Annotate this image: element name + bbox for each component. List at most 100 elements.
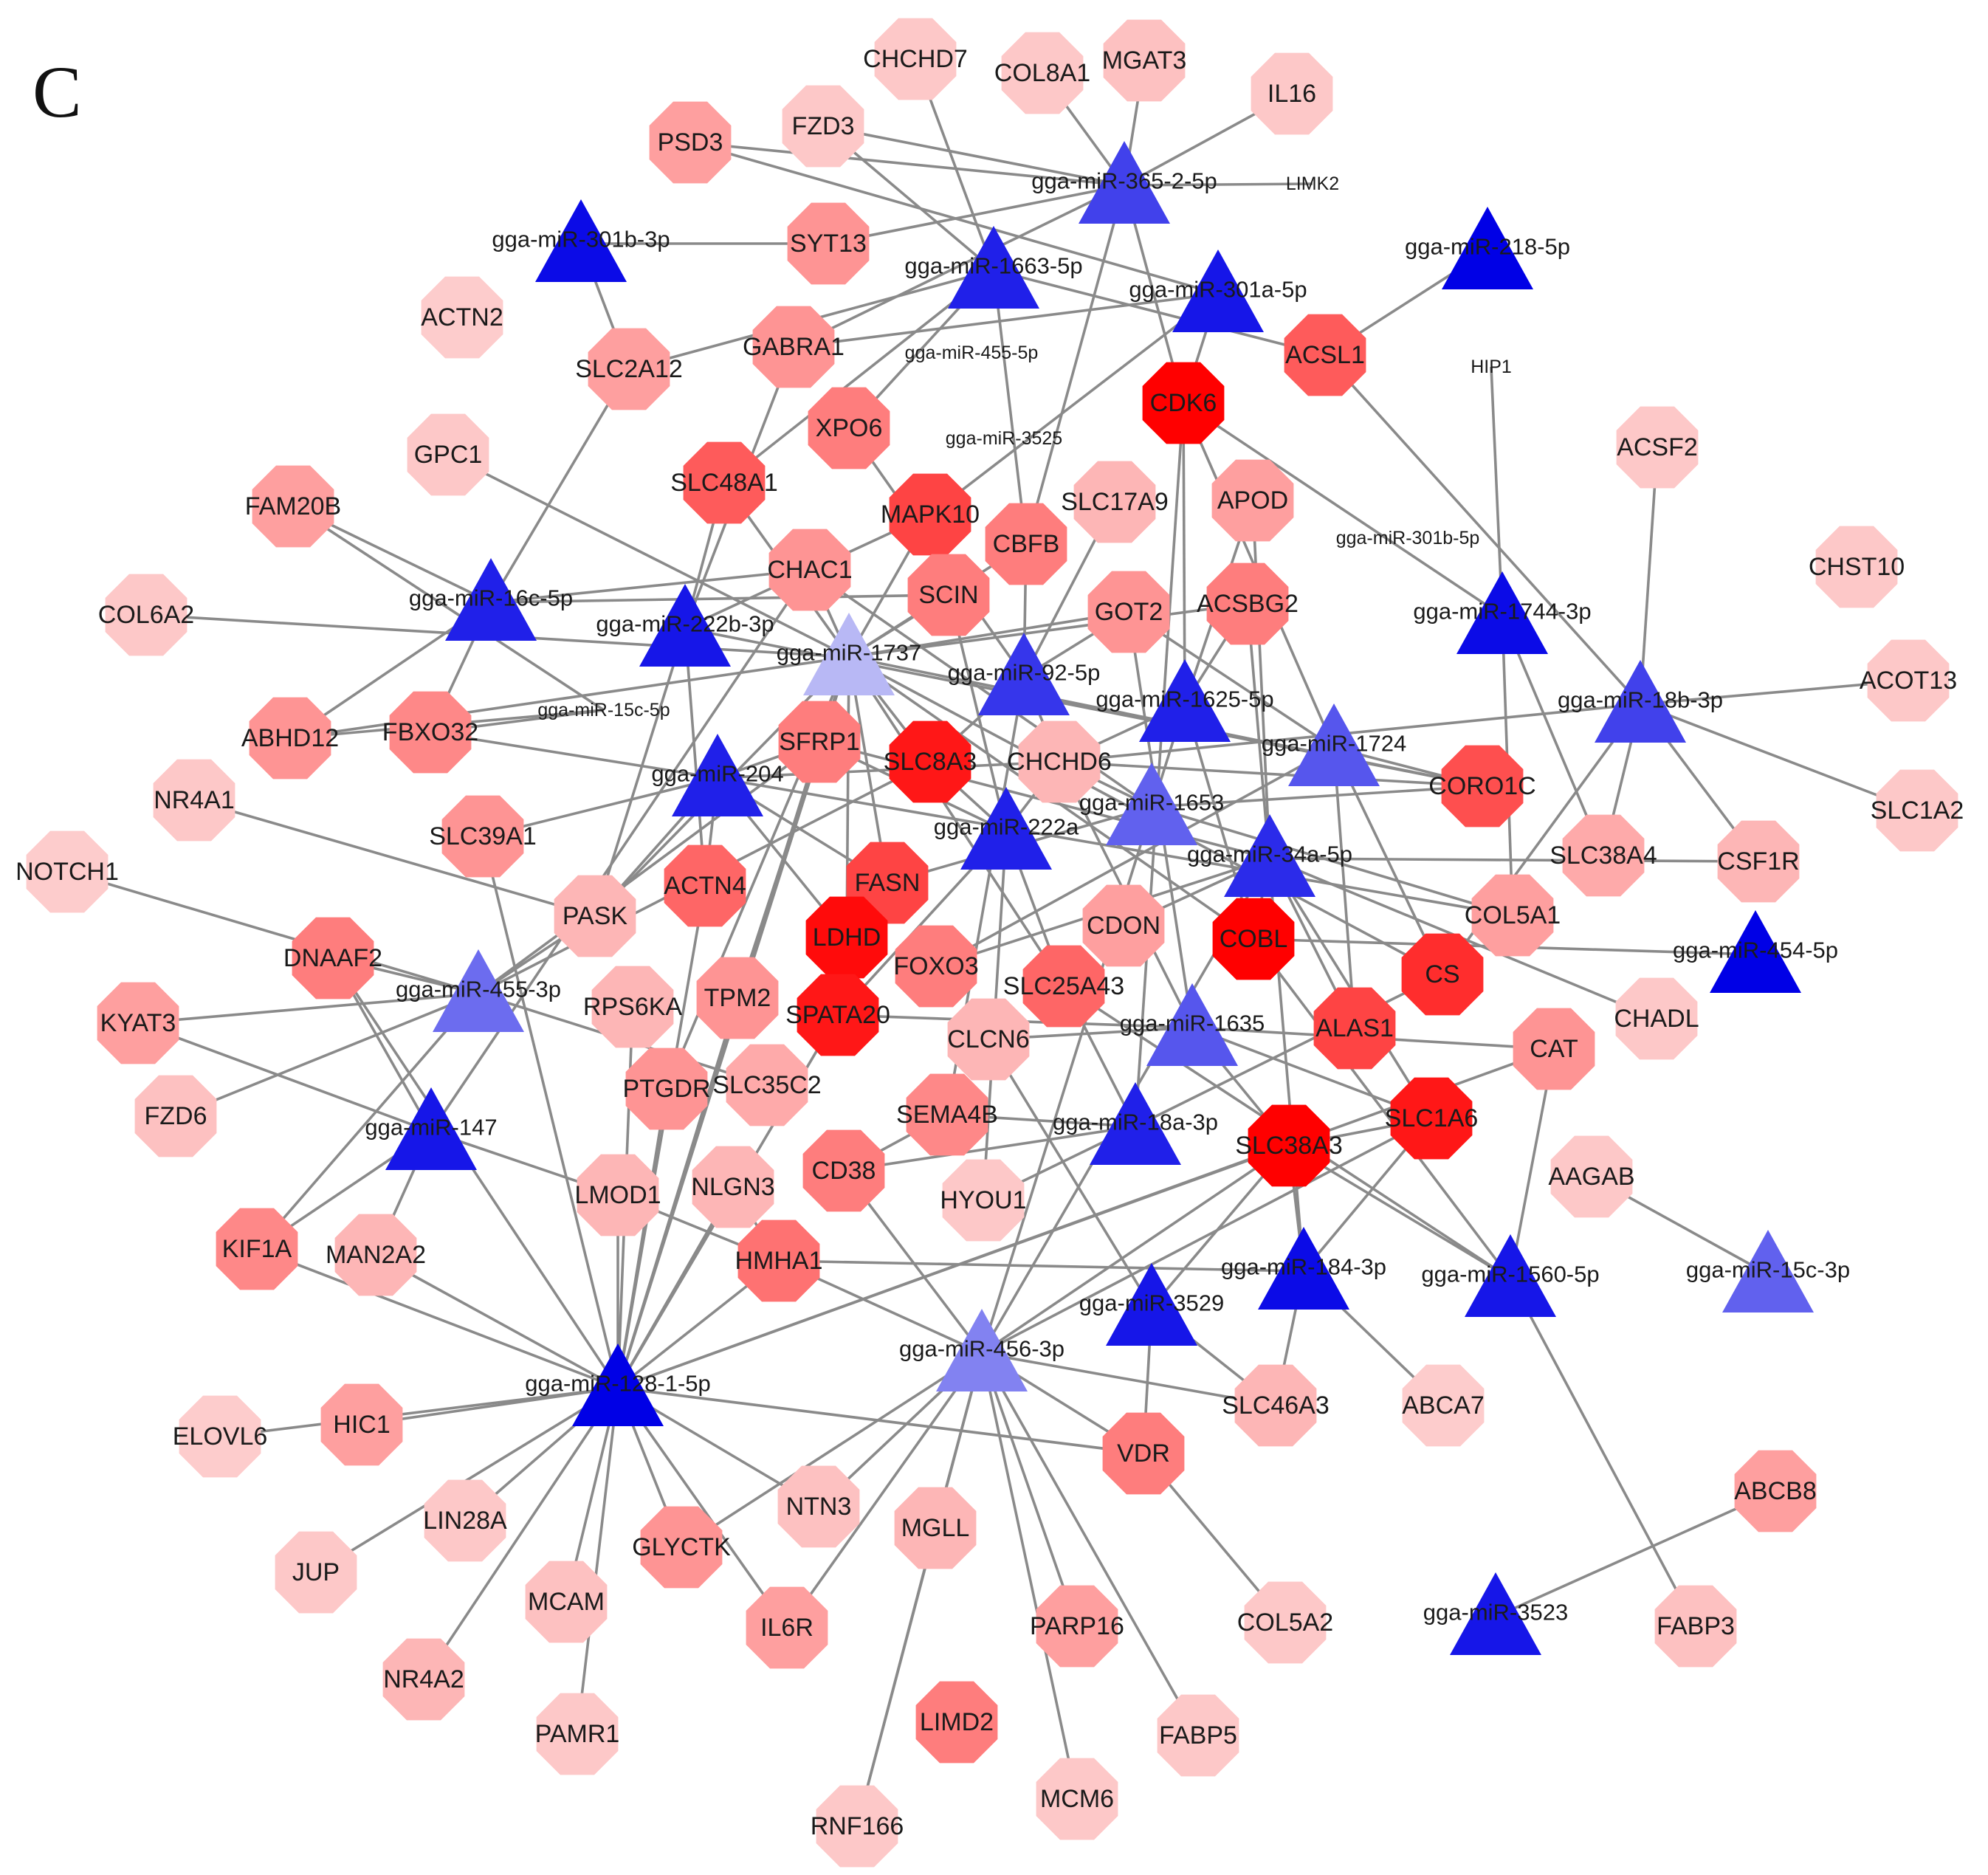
edge: [793, 292, 1219, 348]
node-label: ALAS1: [1315, 1014, 1394, 1042]
node-col5a2: COL5A2: [1237, 1581, 1333, 1664]
node-label: ACSF2: [1617, 433, 1698, 461]
node-chchd6: CHCHD6: [1007, 720, 1112, 803]
node-label: SCIN: [918, 581, 978, 609]
edge: [1269, 857, 1759, 863]
node-mir-1724: gga-miR-1724: [1262, 703, 1406, 786]
edge: [430, 568, 811, 1133]
mrna-octagon: [777, 1465, 860, 1548]
node-alas1: ALAS1: [1313, 987, 1396, 1070]
edge: [684, 627, 706, 887]
mrna-octagon: [389, 691, 472, 774]
node-got2: GOT2: [1087, 571, 1170, 653]
node-label: ACOT13: [1860, 667, 1957, 695]
mrna-octagon: [692, 1146, 774, 1228]
mrna-octagon: [768, 529, 851, 611]
node-label: SLC2A12: [575, 355, 683, 383]
mirna-triangle: [1442, 207, 1533, 289]
node-label: MGAT3: [1102, 47, 1187, 75]
node-label: ABHD12: [241, 724, 339, 752]
mrna-octagon: [889, 720, 971, 803]
node-vdr: VDR: [1102, 1412, 1185, 1495]
mrna-octagon: [1876, 769, 1958, 852]
node-label: GABRA1: [743, 333, 845, 361]
node-mir-301a-5p: gga-miR-301a-5p: [1129, 250, 1307, 332]
node-col6a2: COL6A2: [98, 574, 194, 656]
mirna-triangle: [1139, 659, 1231, 742]
node-label: SLC1A6: [1385, 1104, 1479, 1132]
mrna-octagon: [577, 1154, 659, 1236]
node-label: gga-miR-455-5p: [905, 343, 1039, 363]
node-hmha1: HMHA1: [735, 1219, 823, 1302]
node-mir-1635: gga-miR-1635: [1120, 983, 1265, 1066]
node-slc39a1: SLC39A1: [429, 795, 537, 878]
mirna-triangle: [960, 787, 1052, 870]
node-label: gga-miR-15c-5p: [537, 700, 670, 720]
mirna-triangle: [1146, 983, 1238, 1066]
node-label: gga-miR-18b-3p: [1558, 687, 1723, 713]
node-mir-3523: gga-miR-3523: [1423, 1572, 1568, 1655]
node-label: LMOD1: [574, 1181, 661, 1209]
mirna-triangle: [1595, 660, 1686, 743]
node-label: gga-miR-1653: [1079, 790, 1224, 816]
mirna-triangle: [1288, 703, 1380, 786]
mrna-octagon: [1001, 32, 1084, 114]
mrna-octagon: [382, 1638, 465, 1721]
mrna-octagon: [1441, 745, 1524, 828]
mrna-octagon: [726, 1044, 808, 1126]
node-label: gga-miR-1635: [1120, 1011, 1265, 1036]
mirna-triangle: [1450, 1572, 1541, 1655]
node-slc48a1: SLC48A1: [670, 441, 778, 524]
node-label: CAT: [1530, 1035, 1578, 1063]
mrna-octagon: [1402, 1364, 1485, 1447]
edge: [331, 957, 619, 1389]
edge: [576, 1387, 619, 1735]
node-label: gga-miR-456-3p: [899, 1336, 1064, 1362]
mrna-octagon: [894, 1487, 977, 1569]
node-label: COL6A2: [98, 601, 194, 629]
edge: [981, 1352, 1276, 1407]
node-label: RPS6KA: [583, 993, 682, 1021]
node-label: GPC1: [414, 441, 483, 469]
node-mir-365-2-5p: gga-miR-365-2-5p: [1031, 141, 1217, 224]
edge: [66, 870, 479, 995]
node-label: gga-miR-16c-5p: [409, 585, 573, 611]
node-label: NTN3: [786, 1493, 852, 1521]
mrna-octagon: [746, 1586, 828, 1669]
node-label: ACTN2: [421, 303, 503, 331]
edge: [1151, 785, 1483, 808]
edge: [616, 1386, 788, 1629]
edge: [1151, 805, 1513, 917]
edge: [1059, 760, 1483, 788]
node-label: MAN2A2: [326, 1241, 426, 1269]
node-slc25a43: SLC25A43: [1003, 945, 1124, 1028]
node-mir-3529: gga-miR-3529: [1079, 1263, 1224, 1346]
mirna-triangle: [1465, 1234, 1556, 1317]
node-cat: CAT: [1513, 1008, 1595, 1090]
node-label: SLC35C2: [712, 1071, 821, 1099]
node-fbxo32: FBXO32: [382, 691, 478, 774]
edge: [981, 1117, 1432, 1355]
node-mir-204: gga-miR-204: [651, 734, 784, 816]
edge: [255, 992, 480, 1250]
node-label: PSD3: [658, 128, 723, 156]
edge: [980, 1352, 1079, 1800]
mirna-triangle: [1106, 1263, 1197, 1346]
node-acot13: ACOT13: [1860, 639, 1957, 722]
node-slc2a12: SLC2A12: [575, 328, 683, 410]
mrna-octagon: [947, 998, 1030, 1081]
mrna-octagon: [808, 387, 890, 469]
node-label: FAM20B: [245, 492, 341, 520]
mrna-octagon: [1234, 1364, 1317, 1447]
node-mir-222a: gga-miR-222a: [934, 787, 1079, 870]
edge: [1495, 1490, 1776, 1618]
node-mir-15c-5p: gga-miR-15c-5p: [537, 700, 670, 720]
node-label: gga-miR-301a-5p: [1129, 277, 1307, 303]
mrna-octagon: [1018, 720, 1101, 803]
edge: [137, 1022, 432, 1133]
node-label: gga-miR-34a-5p: [1187, 842, 1352, 867]
mrna-octagon: [802, 1129, 885, 1212]
mirna-triangle: [803, 613, 895, 695]
mrna-octagon: [292, 917, 374, 1000]
node-label: gga-miR-222b-3p: [596, 611, 774, 637]
